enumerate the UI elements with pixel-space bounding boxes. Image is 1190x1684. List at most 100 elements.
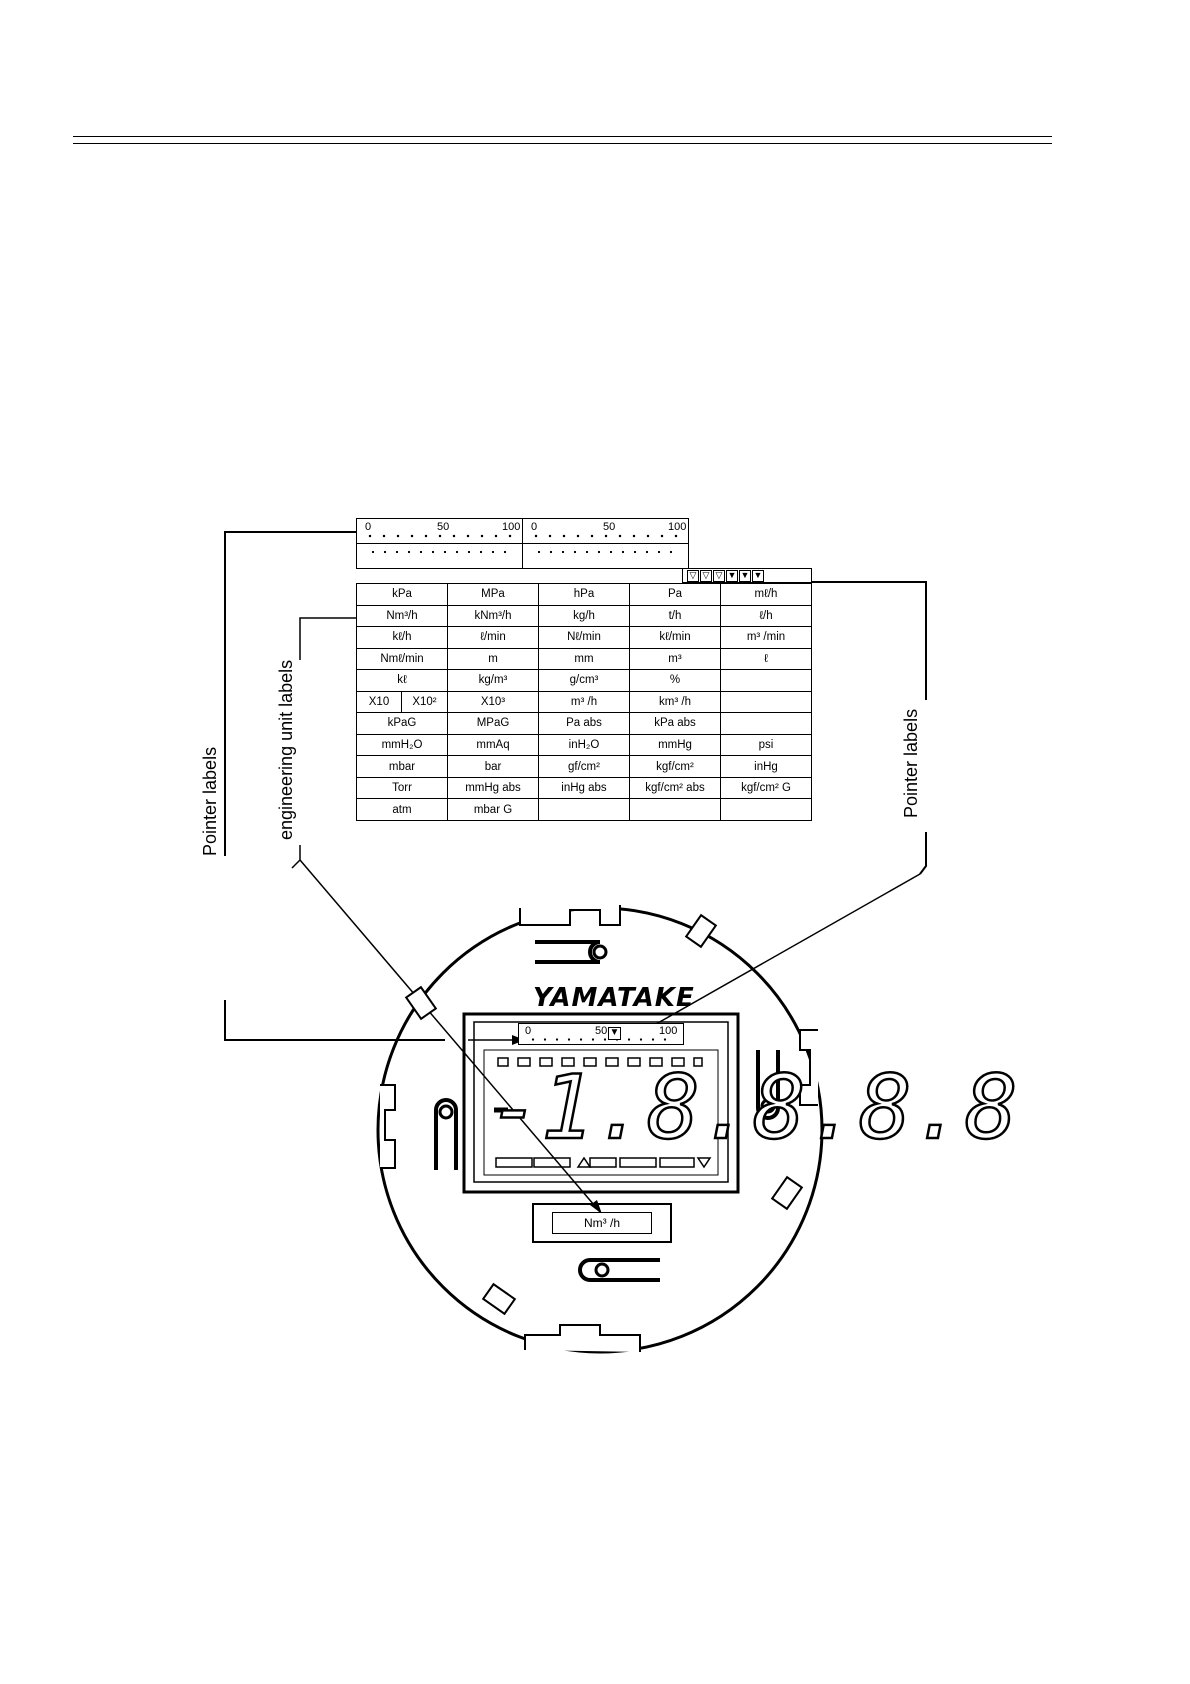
unit-cell: kPa abs bbox=[629, 712, 721, 735]
unit-cell bbox=[720, 690, 812, 714]
lcd-scale-dots bbox=[527, 1037, 675, 1042]
pointer-mark: ▽ bbox=[700, 569, 712, 582]
unit-cell bbox=[720, 798, 812, 821]
unit-cell: kℓ/h bbox=[356, 626, 448, 649]
lcd-pointer-label: ▼ bbox=[608, 1027, 621, 1040]
pointer-label-connector-left bbox=[224, 531, 356, 856]
eng-unit-connector-lower bbox=[291, 845, 301, 869]
scale-b-dots bbox=[529, 533, 682, 539]
lcd-scale-zero: 0 bbox=[525, 1025, 532, 1037]
pointer-labels-right-caption: Pointer labels bbox=[901, 708, 921, 818]
lcd-frame-inner bbox=[473, 1021, 729, 1183]
unit-cell: kPa bbox=[356, 583, 448, 606]
unit-cell: X10 X10² bbox=[356, 690, 448, 714]
unit-cell: ℓ/h bbox=[720, 604, 812, 628]
unit-cell: m³ /min bbox=[720, 626, 812, 649]
lcd-down-triangle-mark bbox=[696, 1157, 712, 1169]
pointer-labels-left-caption: Pointer labels bbox=[200, 746, 220, 856]
unit-cell: psi bbox=[720, 733, 812, 757]
lcd-status-segments bbox=[497, 1057, 703, 1067]
unit-cell: t/h bbox=[629, 604, 721, 628]
lcd-frame-outer bbox=[462, 1012, 740, 1194]
unit-cell: kℓ bbox=[356, 669, 448, 692]
unit-cell: mmH₂O bbox=[356, 733, 448, 757]
unit-cell: mmHg abs bbox=[447, 776, 539, 800]
unit-subcell: X10 bbox=[358, 692, 402, 712]
unit-cell: Pa bbox=[629, 583, 721, 606]
pointer-mark: ▽ bbox=[713, 569, 725, 582]
lcd-scale: 0 50 100 bbox=[518, 1023, 684, 1045]
scale-label-b: 0 50 100 bbox=[522, 518, 689, 569]
unit-cell: m bbox=[447, 647, 539, 671]
scale-a-dots bbox=[363, 533, 516, 539]
unit-cell: kℓ/min bbox=[629, 626, 721, 649]
unit-cell bbox=[720, 669, 812, 692]
unit-cell: gf/cm² bbox=[538, 755, 630, 778]
unit-cell: inH₂O bbox=[538, 733, 630, 757]
eng-unit-connector bbox=[299, 617, 356, 660]
mounting-slots bbox=[434, 940, 780, 1282]
unit-cell: kg/h bbox=[538, 604, 630, 628]
unit-cell: mm bbox=[538, 647, 630, 671]
unit-cell: m³ /h bbox=[538, 690, 630, 714]
scale-b-hundred: 100 bbox=[668, 521, 687, 533]
unit-cell: mℓ/h bbox=[720, 583, 812, 606]
unit-cell: atm bbox=[356, 798, 448, 821]
unit-cell: mmHg bbox=[629, 733, 721, 757]
unit-cell: Nmℓ/min bbox=[356, 647, 448, 671]
unit-cell: X10³ bbox=[447, 690, 539, 714]
lcd-up-triangle-mark bbox=[576, 1156, 592, 1168]
rim-notches bbox=[380, 905, 818, 1352]
scale-b-fifty: 50 bbox=[603, 521, 616, 533]
scale-b-zero: 0 bbox=[531, 521, 538, 533]
unit-cell: kgf/cm² abs bbox=[629, 776, 721, 800]
lcd-scale-hundred: 100 bbox=[659, 1025, 678, 1037]
unit-label-on-meter: Nm³ /h bbox=[552, 1212, 652, 1234]
pointer-mark: ▼ bbox=[726, 569, 738, 582]
unit-cell: kPaG bbox=[356, 712, 448, 735]
unit-cell: kg/m³ bbox=[447, 669, 539, 692]
unit-cell: mbar G bbox=[447, 798, 539, 821]
unit-cell: Torr bbox=[356, 776, 448, 800]
lcd-scale-fifty: 50 bbox=[595, 1025, 608, 1037]
scale-a-lower-dots bbox=[367, 549, 512, 555]
unit-cell: Pa abs bbox=[538, 712, 630, 735]
scale-a-zero: 0 bbox=[365, 521, 372, 533]
pointer-label-connector-right-lower bbox=[919, 832, 927, 875]
engineering-unit-labels-caption: engineering unit labels bbox=[276, 659, 296, 840]
scale-b-lower-dots bbox=[533, 549, 678, 555]
unit-cell: MPa bbox=[447, 583, 539, 606]
pointer-label-connector-right bbox=[812, 581, 927, 700]
unit-cell bbox=[538, 798, 630, 821]
header-rule-top bbox=[73, 136, 1052, 137]
scale-a-fifty: 50 bbox=[437, 521, 450, 533]
unit-cell bbox=[629, 798, 721, 821]
pointer-mark: ▼ bbox=[752, 569, 764, 582]
unit-cell: g/cm³ bbox=[538, 669, 630, 692]
unit-window-frame bbox=[532, 1203, 672, 1243]
unit-cell: Nℓ/min bbox=[538, 626, 630, 649]
pointer-mark: ▽ bbox=[687, 569, 699, 582]
pointer-mark: ▼ bbox=[739, 569, 751, 582]
unit-cell: kgf/cm² bbox=[629, 755, 721, 778]
scale-a-hundred: 100 bbox=[502, 521, 521, 533]
unit-cell: bar bbox=[447, 755, 539, 778]
unit-subcell: X10² bbox=[412, 695, 437, 708]
lcd-bar-segments bbox=[495, 1157, 695, 1168]
unit-cell: inHg abs bbox=[538, 776, 630, 800]
scale-label-a: 0 50 100 bbox=[356, 518, 523, 569]
unit-cell: mmAq bbox=[447, 733, 539, 757]
